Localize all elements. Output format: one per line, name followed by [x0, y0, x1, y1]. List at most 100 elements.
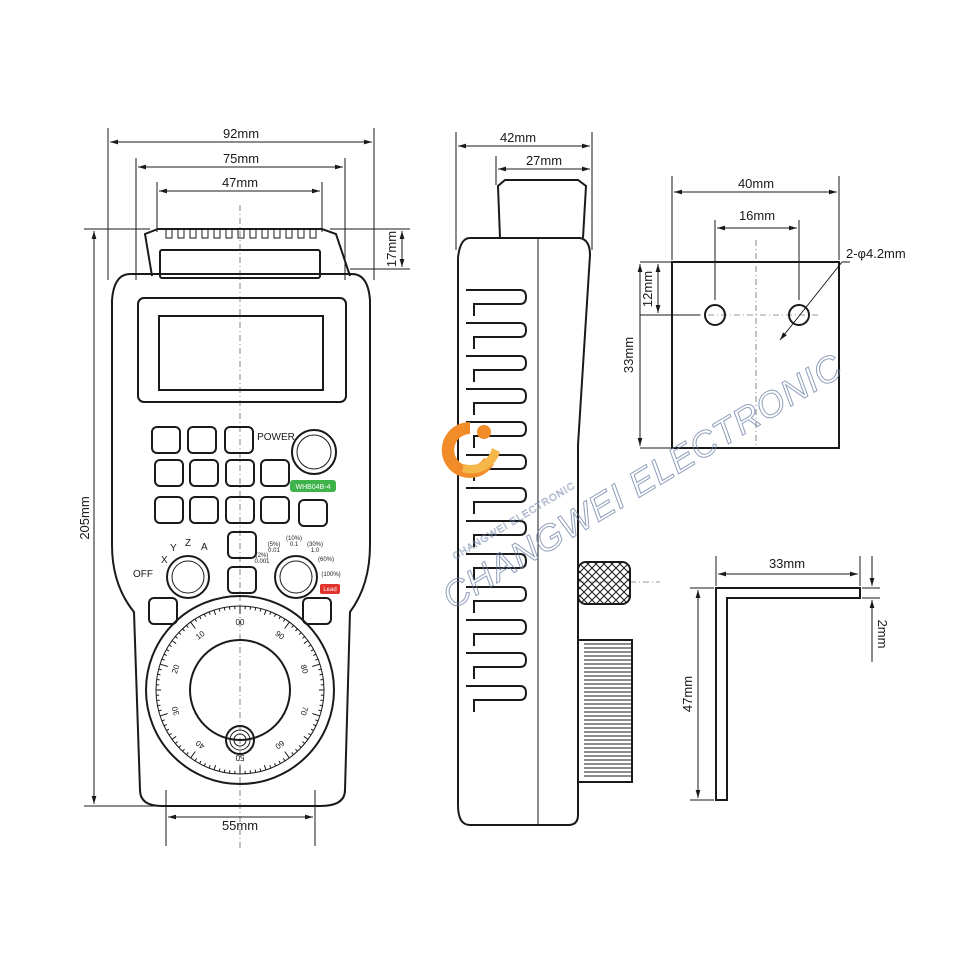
dial-tick — [163, 724, 167, 727]
keypad-key[interactable] — [189, 496, 219, 524]
dial-tick — [319, 704, 323, 707]
lead-badge — [320, 584, 340, 594]
bracket-profile — [715, 587, 861, 801]
dial-tick — [157, 704, 161, 707]
keypad-key[interactable] — [224, 426, 254, 454]
step-label: (30%)1.0 — [307, 542, 323, 554]
dial-tick — [312, 713, 321, 717]
dim-width-body: 75mm — [223, 151, 259, 166]
dial-tick — [163, 653, 167, 656]
dial-number: 20 — [170, 663, 181, 675]
dial-tick — [303, 736, 309, 740]
hole-spec: 2-φ4.2mm — [846, 246, 906, 261]
dial-tick — [190, 751, 196, 759]
handwheel-crank[interactable] — [225, 725, 255, 755]
dial-tick — [318, 709, 322, 712]
watermark: CHANGWEI ELECTRONIC CHANGWEI ELECTRONIC — [435, 345, 851, 618]
grip-slot — [466, 619, 528, 646]
dial-tick — [284, 621, 290, 629]
dial-tick — [199, 760, 202, 764]
power-label: POWER — [257, 432, 295, 443]
keypad-key[interactable] — [189, 459, 219, 487]
keypad-key[interactable] — [154, 496, 184, 524]
dial-tick — [199, 616, 202, 620]
dial-tick — [161, 658, 165, 661]
keypad-key[interactable] — [260, 459, 290, 487]
step-label: (100%) — [321, 572, 340, 578]
dial-number: 10 — [194, 629, 207, 642]
handwheel-crank-inner — [229, 729, 251, 751]
handwheel-ticks — [156, 606, 324, 774]
grip-slot — [466, 520, 528, 547]
dial-tick — [182, 628, 185, 632]
dial-tick — [178, 745, 182, 748]
model-badge-text: WHB04B-4 — [295, 484, 330, 491]
axis-selector-inner — [171, 560, 205, 594]
keypad-key[interactable] — [227, 566, 257, 594]
dim-profile-thickness: 2mm — [875, 620, 890, 649]
dial-tick — [166, 728, 170, 731]
dial-tick — [213, 609, 217, 616]
dial-tick — [308, 644, 312, 648]
dial-number: 30 — [170, 705, 181, 717]
keypad-key[interactable] — [154, 459, 184, 487]
axis-label-off: OFF — [133, 569, 153, 580]
power-button[interactable] — [291, 429, 337, 475]
dial-tick — [223, 769, 226, 773]
dim-hole-offset: 12mm — [640, 271, 655, 307]
dial-tick — [315, 658, 319, 661]
grip-slot — [466, 289, 528, 316]
dial-tick — [159, 663, 168, 667]
step-label: (5%)0.01 — [268, 542, 281, 554]
handwheel-rim — [145, 595, 335, 785]
side-handwheel-edge — [577, 639, 633, 783]
logo-arc-lower — [462, 448, 500, 474]
keypad-key[interactable] — [151, 426, 181, 454]
keypad-key[interactable] — [187, 426, 217, 454]
dial-tick — [186, 752, 189, 756]
dial-tick — [319, 673, 323, 676]
dim-height: 205mm — [77, 496, 92, 539]
key-right-lower[interactable] — [302, 597, 332, 625]
keypad-key[interactable] — [225, 459, 255, 487]
dial-tick — [194, 618, 198, 622]
dial-tick — [274, 613, 277, 617]
dim-hole-spacing: 16mm — [739, 208, 775, 223]
handwheel-crank-core — [233, 733, 247, 747]
dial-tick — [218, 608, 221, 612]
dial-tick — [171, 736, 177, 740]
leader-hole — [779, 261, 843, 341]
display-bezel — [137, 297, 347, 403]
dial-number: 80 — [299, 664, 310, 676]
keypad-key[interactable] — [225, 496, 255, 524]
grip-slot — [466, 421, 528, 448]
top-cap — [143, 228, 351, 277]
dial-tick — [291, 752, 294, 756]
dial-tick — [213, 764, 217, 771]
dim-profile-height: 47mm — [680, 676, 695, 712]
step-label: (60%) — [318, 557, 334, 563]
grip-slot — [466, 652, 528, 679]
dial-tick — [182, 748, 185, 752]
dial-tick — [259, 608, 262, 612]
dial-tick — [178, 632, 182, 635]
keypad-key[interactable] — [260, 496, 290, 524]
dial-tick — [194, 758, 198, 762]
axis-selector-knob[interactable] — [166, 555, 210, 599]
key-left-lower[interactable] — [148, 597, 178, 625]
step-selector-knob[interactable] — [274, 555, 318, 599]
dial-number: 50 — [235, 753, 244, 762]
handwheel-hub — [189, 639, 291, 741]
side-view: 42mm 27mm — [455, 130, 660, 826]
dial-tick — [223, 607, 226, 611]
keypad-key[interactable] — [298, 499, 328, 527]
dial-tick — [291, 624, 294, 628]
dial-tick — [269, 765, 272, 769]
dial-tick — [203, 613, 206, 617]
axis-label-x: X — [161, 555, 168, 566]
dial-tick — [282, 618, 286, 622]
side-knob[interactable] — [577, 561, 631, 605]
dial-tick — [186, 624, 189, 628]
keypad-key[interactable] — [227, 531, 257, 559]
